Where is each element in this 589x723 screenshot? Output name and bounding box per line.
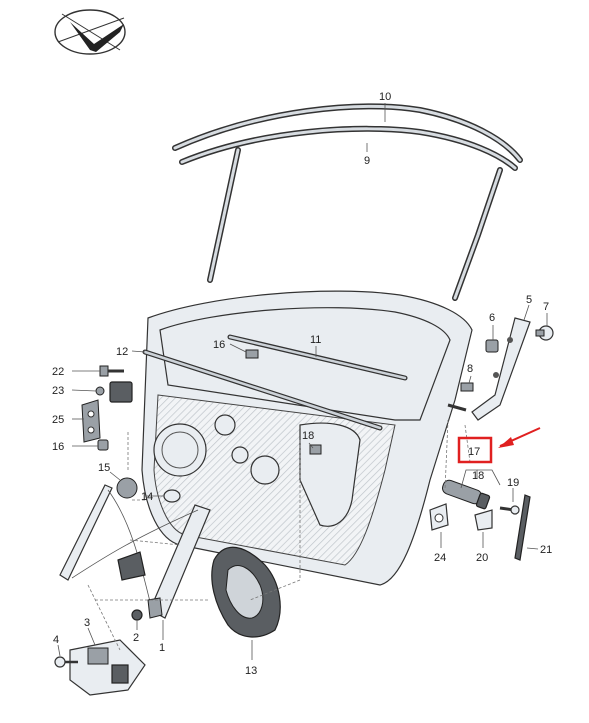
label-18-upper: 18 bbox=[302, 430, 314, 442]
highlight-17 bbox=[457, 427, 541, 464]
plug-14 bbox=[163, 489, 181, 503]
label-12: 12 bbox=[116, 346, 128, 358]
inner-handle bbox=[211, 546, 281, 638]
dashed-guide-lines bbox=[87, 419, 471, 651]
label-19: 19 bbox=[507, 477, 519, 489]
window-seal-outer bbox=[172, 103, 523, 163]
window-regulator bbox=[59, 484, 211, 619]
label-4: 4 bbox=[53, 634, 59, 646]
clip-16-upper bbox=[245, 349, 259, 359]
label-13: 13 bbox=[245, 665, 257, 677]
label-3: 3 bbox=[84, 617, 90, 629]
label-16-upper: 16 bbox=[213, 339, 225, 351]
clip-16-lower bbox=[97, 439, 109, 451]
label-8: 8 bbox=[467, 363, 473, 375]
label-18-lower: 18 bbox=[472, 470, 484, 482]
lock-cylinder bbox=[442, 479, 491, 510]
inner-window-strip bbox=[227, 334, 408, 381]
label-6: 6 bbox=[489, 312, 495, 324]
label-2: 2 bbox=[133, 632, 139, 644]
clip-18-upper bbox=[309, 444, 322, 455]
bolt-7 bbox=[535, 325, 554, 341]
screw-4 bbox=[54, 656, 78, 668]
screw-19 bbox=[499, 505, 520, 515]
clip-8 bbox=[460, 382, 474, 392]
label-9: 9 bbox=[364, 155, 370, 167]
guide-rail bbox=[471, 317, 531, 421]
clip-23 bbox=[95, 381, 133, 403]
label-1: 1 bbox=[159, 642, 165, 654]
label-7: 7 bbox=[543, 301, 549, 313]
label-15: 15 bbox=[98, 462, 110, 474]
door-panel bbox=[141, 290, 473, 586]
leader-lines bbox=[57, 103, 548, 660]
nut-2 bbox=[131, 609, 143, 621]
label-23: 23 bbox=[52, 385, 64, 397]
screw-22 bbox=[99, 365, 124, 377]
bracket-20 bbox=[474, 509, 493, 531]
clip-8-strip bbox=[447, 403, 467, 412]
gasket-25 bbox=[81, 399, 101, 443]
label-16-lower: 16 bbox=[52, 441, 64, 453]
callout-labels: 10 9 11 12 16 5 7 6 8 18 22 23 25 16 15 … bbox=[52, 91, 552, 677]
label-24: 24 bbox=[434, 552, 446, 564]
outer-window-strip bbox=[142, 349, 383, 431]
label-20: 20 bbox=[476, 552, 488, 564]
label-11: 11 bbox=[310, 334, 321, 346]
buffer-6 bbox=[485, 339, 499, 353]
label-25: 25 bbox=[52, 414, 64, 426]
plug-15 bbox=[116, 477, 138, 499]
label-5: 5 bbox=[526, 294, 532, 306]
label-17: 17 bbox=[468, 446, 480, 458]
label-10: 10 bbox=[379, 91, 391, 103]
window-motor bbox=[69, 639, 146, 696]
window-frame-seal bbox=[179, 125, 518, 301]
label-22: 22 bbox=[52, 366, 64, 378]
brand-logo bbox=[54, 9, 126, 55]
label-21: 21 bbox=[540, 544, 552, 556]
label-14: 14 bbox=[141, 491, 153, 503]
trim-strip-21 bbox=[514, 494, 531, 561]
